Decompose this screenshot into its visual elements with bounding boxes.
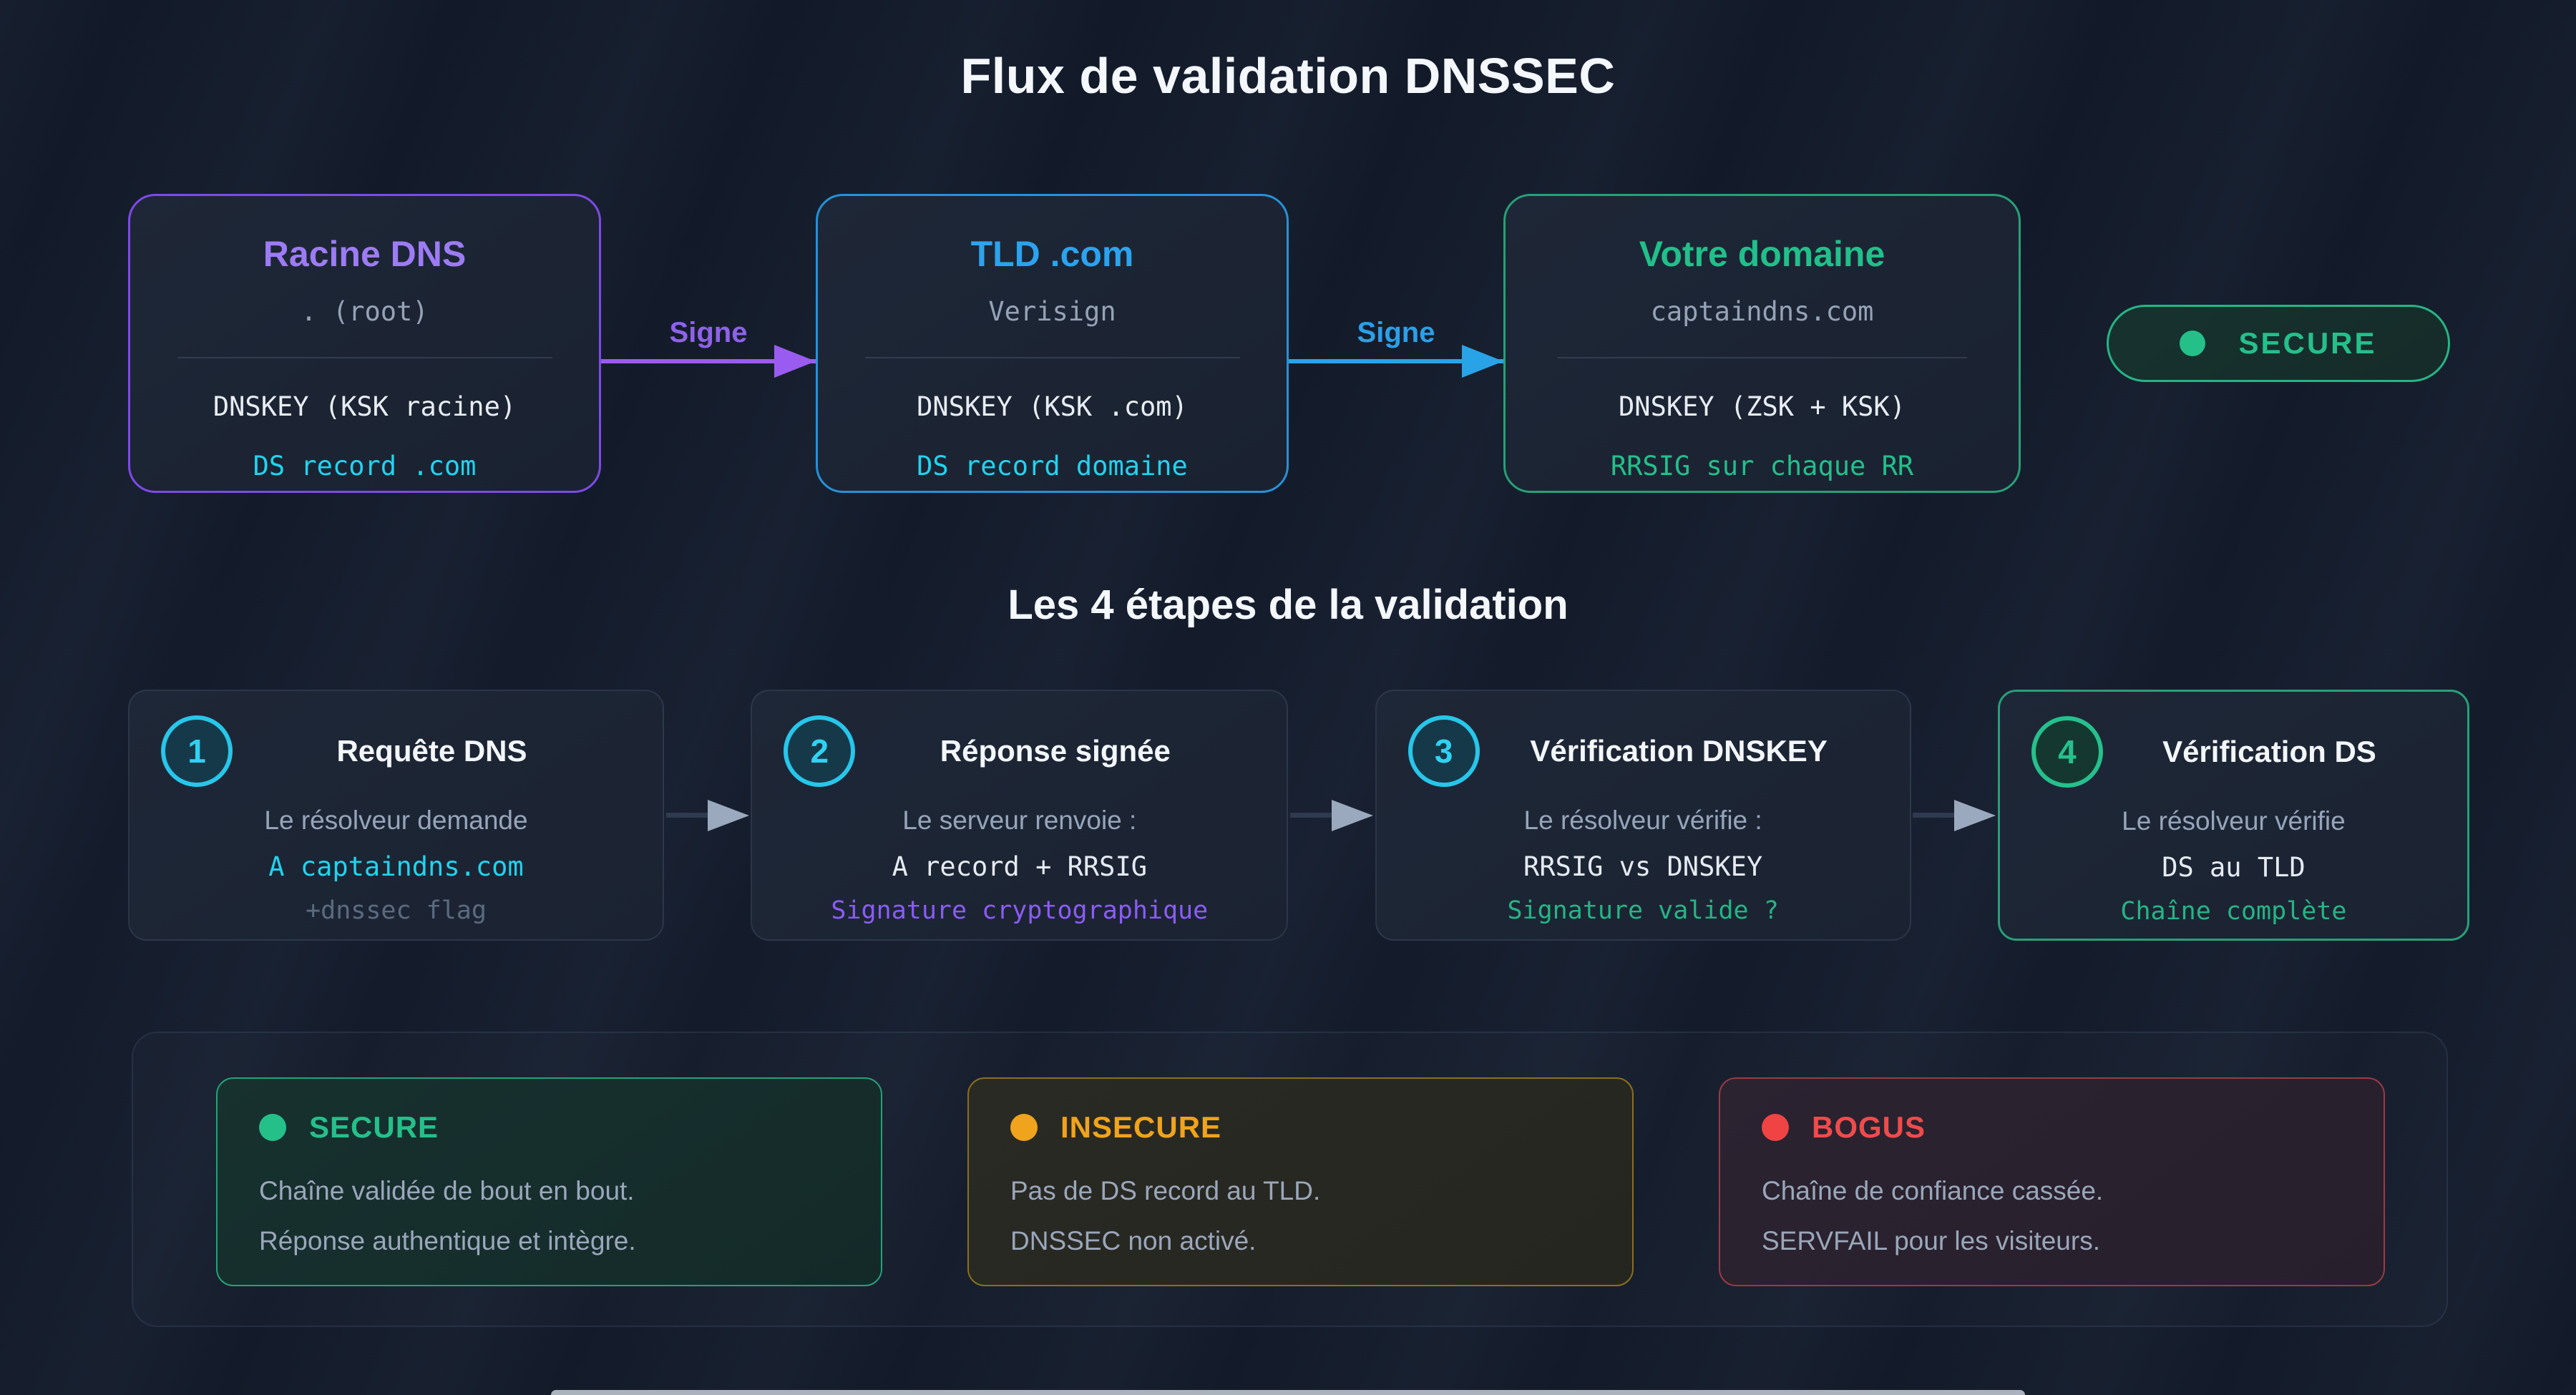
legend-label: INSECURE [1060,1110,1222,1144]
step-header: 3 Vérification DNSKEY [1377,691,1910,787]
section-title: Les 4 étapes de la validation [1008,582,1568,628]
sign-arrow-root-to-tld: Signe [601,316,816,378]
step-number-badge: 1 [161,715,233,787]
divider [864,357,1240,358]
page-title: Flux de validation DNSSEC [960,48,1616,104]
step-number-badge: 4 [2031,716,2103,788]
step-title: Réponse signée [940,734,1171,768]
step-body: Le résolveur demande A captaindns.com +d… [130,806,663,925]
legend-card-insecure: INSECURE Pas de DS record au TLD. DNSSEC… [967,1077,1634,1286]
chain-node-title: Votre domaine [1639,234,1885,274]
step-header: 1 Requête DNS [130,691,663,787]
chain-node-title: Racine DNS [263,234,467,274]
chain-node-tld: TLD .com Verisign DNSKEY (KSK .com) DS r… [816,194,1289,493]
legend-header: SECURE [259,1110,839,1145]
arrow-head-icon [1462,344,1503,378]
legend-card-bogus: BOGUS Chaîne de confiance cassée. SERVFA… [1719,1077,2385,1286]
chain-node-domain: Votre domaine captaindns.com DNSKEY (ZSK… [1503,194,2021,493]
legend-card-secure: SECURE Chaîne validée de bout en bout. R… [216,1077,882,1286]
step-title: Vérification DS [2162,735,2376,768]
step-line-2: A record + RRSIG [892,851,1148,882]
step-line-1: Le résolveur vérifie : [1523,806,1762,835]
steps-row: 1 Requête DNS Le résolveur demande A cap… [128,690,2469,941]
step-arrow-icon [1289,799,1375,831]
legend-line-1: Pas de DS record au TLD. [1010,1176,1321,1205]
legend-line-1: Chaîne validée de bout en bout. [259,1176,635,1205]
chain-node-record-line: RRSIG sur chaque RR [1610,451,1914,481]
chain-node-key-line: DNSKEY (KSK .com) [917,391,1188,422]
step-line-3: Signature valide ? [1507,896,1779,925]
step-line-3: Signature cryptographique [831,896,1209,925]
arrow-line [1289,344,1503,378]
legend-line-1: Chaîne de confiance cassée. [1762,1176,2104,1205]
status-dot-icon [2180,331,2206,356]
chain-node-title: TLD .com [970,234,1134,274]
divider [1556,357,1968,358]
legend-line-2: DNSSEC non activé. [1010,1226,1257,1256]
legend-panel: SECURE Chaîne validée de bout en bout. R… [132,1032,2448,1327]
legend-line-2: SERVFAIL pour les visiteurs. [1762,1226,2100,1256]
step-line-1: Le serveur renvoie : [902,806,1137,835]
step-line-3: +dnssec flag [306,896,487,925]
cutoff-bottom-element [551,1390,2025,1395]
legend-label: BOGUS [1812,1110,1926,1144]
step-line-2: RRSIG vs DNSKEY [1523,851,1763,882]
step-arrow-icon [1911,799,1997,831]
divider [177,357,552,358]
status-badge-label: SECURE [2238,326,2377,360]
step-card-1: 1 Requête DNS Le résolveur demande A cap… [128,690,664,941]
step-line-2: DS au TLD [2162,852,2306,883]
sign-arrow-label: Signe [1357,316,1435,348]
chain-node-record-line: DS record .com [253,451,477,481]
chain-row: Racine DNS . (root) DNSKEY (KSK racine) … [128,194,2450,493]
step-header: 2 Réponse signée [752,691,1287,787]
legend-label: SECURE [309,1110,439,1144]
step-header: 4 Vérification DS [2000,692,2467,788]
secure-dot-icon [259,1114,286,1141]
chain-node-record-line: DS record domaine [917,451,1188,481]
step-title: Vérification DNSKEY [1530,734,1828,768]
legend-line-2: Réponse authentique et intègre. [259,1226,636,1256]
chain-node-root: Racine DNS . (root) DNSKEY (KSK racine) … [128,194,601,493]
secure-status-badge: SECURE [2107,305,2450,382]
step-arrow-icon [665,799,751,831]
step-card-4: 4 Vérification DS Le résolveur vérifie D… [1997,690,2469,941]
step-line-2: A captaindns.com [268,851,524,882]
bogus-dot-icon [1762,1114,1789,1141]
legend-header: BOGUS [1762,1110,2342,1145]
chain-node-subtitle: Verisign [988,296,1116,327]
step-body: Le résolveur vérifie DS au TLD Chaîne co… [2000,806,2467,926]
sign-arrow-label: Signe [669,316,748,348]
step-line-3: Chaîne complète [2120,897,2347,926]
chain-node-subtitle: . (root) [301,296,429,327]
step-line-1: Le résolveur vérifie [2122,806,2346,836]
legend-header: INSECURE [1010,1110,1591,1145]
step-card-3: 3 Vérification DNSKEY Le résolveur vérif… [1375,690,1911,941]
chain-node-subtitle: captaindns.com [1650,296,1874,327]
arrow-head-icon [774,344,816,378]
sign-arrow-tld-to-domain: Signe [1289,316,1503,378]
step-body: Le serveur renvoie : A record + RRSIG Si… [752,806,1287,925]
insecure-dot-icon [1010,1114,1038,1141]
chain-node-key-line: DNSKEY (ZSK + KSK) [1619,391,1906,422]
step-number-badge: 2 [784,715,856,787]
step-body: Le résolveur vérifie : RRSIG vs DNSKEY S… [1377,806,1910,925]
step-card-2: 2 Réponse signée Le serveur renvoie : A … [751,690,1289,941]
step-number-badge: 3 [1407,715,1480,787]
chain-node-key-line: DNSKEY (KSK racine) [213,391,517,422]
step-title: Requête DNS [336,734,527,768]
step-line-1: Le résolveur demande [264,806,528,835]
arrow-line [601,344,816,378]
